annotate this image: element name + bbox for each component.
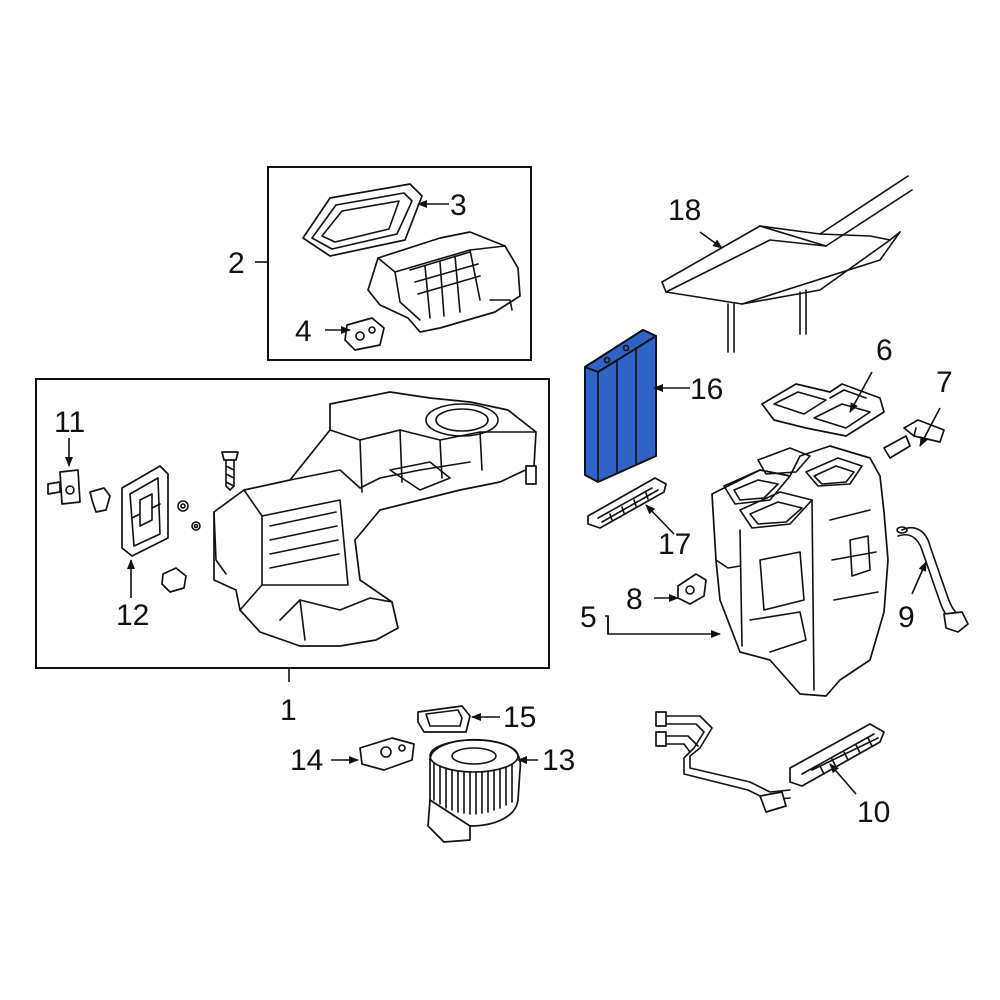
callout-1: 1 (280, 694, 297, 727)
part-8-actuator[interactable] (677, 573, 707, 605)
part-4-actuator[interactable] (344, 317, 385, 351)
callout-4: 4 (295, 315, 312, 348)
callout-3: 3 (450, 189, 467, 222)
part-5-hvac-case[interactable] (711, 445, 889, 697)
callout-12: 12 (116, 599, 149, 632)
callout-9: 9 (898, 601, 915, 634)
part-16-filter[interactable] (584, 329, 657, 483)
callout-2: 2 (228, 247, 245, 280)
screw[interactable] (221, 451, 239, 491)
group-box-2 (267, 166, 532, 361)
part-7-sensor[interactable] (883, 419, 945, 459)
part-18-wire-frame[interactable] (661, 175, 913, 353)
part-9-hose[interactable] (896, 526, 969, 633)
part-17-cover[interactable] (587, 477, 667, 529)
part-6-seal[interactable] (761, 383, 885, 437)
part-15-seal[interactable] (417, 705, 471, 733)
callout-labels: 3 2 4 11 12 1 18 16 17 6 7 8 5 9 10 13 1… (54, 189, 953, 829)
callout-11: 11 (54, 406, 85, 439)
callout-14: 14 (290, 744, 323, 777)
part-11-valve[interactable] (47, 469, 111, 513)
callout-10: 10 (857, 796, 890, 829)
part-3-seal[interactable] (302, 183, 423, 257)
callout-16: 16 (690, 373, 723, 406)
callout-17: 17 (658, 528, 691, 561)
part-10-heater-core[interactable] (655, 711, 885, 813)
part-14-resistor[interactable] (359, 737, 415, 771)
callout-5: 5 (580, 601, 597, 634)
part-12-panel[interactable] (121, 465, 169, 557)
callout-15: 15 (503, 701, 536, 734)
callout-6: 6 (876, 334, 893, 367)
callout-18: 18 (668, 194, 701, 227)
leader-lines (65, 200, 941, 795)
clip-small[interactable] (161, 465, 537, 593)
part-1-housing[interactable] (213, 391, 537, 647)
group-box-1 (35, 378, 550, 669)
callout-13: 13 (542, 744, 575, 777)
callout-7: 7 (936, 366, 953, 399)
part-13-blower-motor[interactable] (427, 738, 522, 843)
part-2-case[interactable] (367, 231, 521, 333)
callout-8: 8 (626, 583, 643, 616)
